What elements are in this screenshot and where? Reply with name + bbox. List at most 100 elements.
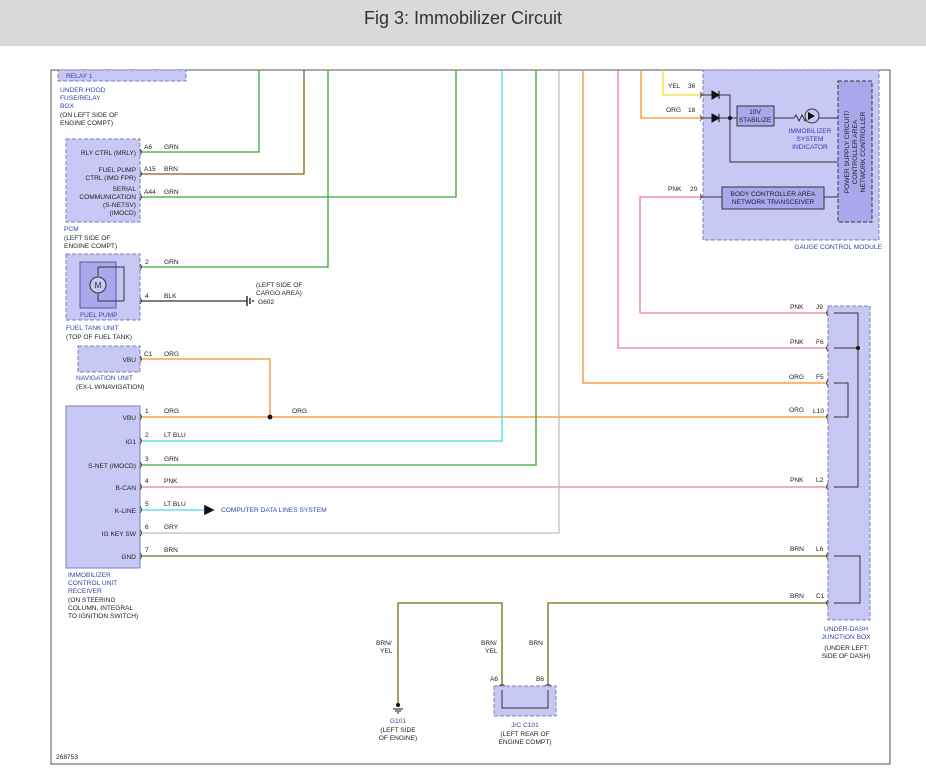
imm-wire-5: LT BLU: [164, 501, 186, 508]
fuel-pump-lead-bottom: [97, 294, 124, 302]
jb-pin-f6: F6: [816, 339, 824, 346]
connector-marks: [139, 91, 829, 687]
imm-pin-3: 3: [145, 456, 149, 463]
gauge-wire-20: PNK: [668, 186, 682, 193]
imm-wire-6: GRY: [164, 524, 179, 531]
stabilize-label-2: STABILIZE: [739, 117, 772, 124]
indicator-label-3: INDICATOR: [792, 144, 828, 151]
motor-icon: [89, 276, 107, 294]
pcm-pin-label-ser-3: (S-NETSV): [103, 202, 136, 209]
power-supply-controller-box: [837, 80, 873, 223]
relay-desc-2: FUSE/RELAY: [60, 95, 101, 102]
junction-box-name-1: UNDER-DASH: [824, 626, 868, 633]
wire-pcm-a6-grn: [140, 70, 260, 153]
navigation-unit-box: [77, 345, 141, 373]
wire-imm-snet-grn: [140, 70, 537, 466]
imm-pin-2: 2: [145, 432, 149, 439]
wire-fuel-pump-2-grn: [140, 70, 329, 268]
pcm-pin-a44: A44: [144, 189, 156, 196]
junction-box-note-2: SIDE OF DASH): [822, 653, 871, 660]
imm-name-1: IMMOBILIZER: [68, 572, 111, 579]
g602-note-1: (LEFT SIDE OF: [256, 282, 302, 289]
jc-c101-box: [493, 685, 557, 717]
imm-name-2: CONTROL UNIT: [68, 580, 117, 587]
imm-wire-7: BRN: [164, 547, 178, 554]
pcm-pin-a6: A6: [144, 144, 152, 151]
relay-note-2: ENGINE COMPT): [60, 120, 113, 127]
g101-note-1: (LEFT SIDE: [380, 727, 416, 734]
junction-splice-f6: [856, 346, 860, 350]
junction-bus-brn: [834, 555, 861, 604]
pcm-pin-label-rly: RLY CTRL (MRLY): [81, 150, 136, 157]
pcm-note-2: ENGINE COMPT): [64, 243, 117, 250]
gauge-control-module-name: GAUGE CONTROL MODULE: [794, 244, 882, 251]
pcm-name: PCM: [64, 226, 79, 233]
wire-nav-vbu-org: [140, 358, 271, 417]
fuel-pump-lead-side: [98, 266, 125, 301]
jb-wire-j9: PNK: [790, 304, 804, 311]
jb-pin-j9: J9: [816, 304, 823, 311]
wire-pcm-a15-brn: [140, 70, 305, 175]
pcm-pin-label-ser-2: COMMUNICATION: [79, 194, 136, 201]
jb-pin-l10: L10: [813, 408, 824, 415]
imm-note-1: (ON STEERING: [68, 597, 116, 604]
nav-name: NAVIGATION UNIT: [76, 375, 133, 382]
jc-c101-bus: [501, 690, 549, 709]
indicator-label-2: SYSTEM: [796, 136, 823, 143]
gauge-pin-20: 20: [690, 186, 698, 193]
transceiver-box: [721, 186, 825, 210]
nav-pin: C1: [144, 351, 153, 358]
g101-wire-2: YEL: [380, 648, 393, 655]
jb-wire-c1: BRN: [790, 593, 804, 600]
immobilizer-unit-box: [65, 405, 141, 569]
figure-header: [0, 0, 926, 46]
figure-title: Fig 3: Immobilizer Circuit: [363, 8, 563, 28]
junction-bus-pnk: [834, 312, 859, 488]
pcm-note-1: (LEFT SIDE OF: [64, 235, 110, 242]
imm-wire-4: PNK: [164, 478, 178, 485]
relay-box: [57, 69, 187, 82]
ground-icon-g602: [246, 296, 254, 306]
imm-name-3: RECEIVER: [68, 588, 102, 595]
imm-pin-label-5: K-LINE: [115, 508, 137, 515]
pcm-pin-a15: A15: [144, 166, 156, 173]
nav-note: (EX-L W/NAVIGATION): [76, 384, 144, 391]
relay-desc-3: BOX: [60, 103, 75, 110]
imm-note-3: TO IGNITION SWITCH): [68, 613, 138, 620]
wire-c1-brn: [547, 602, 828, 686]
jc-wire-b6: BRN: [529, 640, 543, 647]
g101-wire-1: BRN/: [376, 640, 392, 647]
relay-desc-1: UNDER-HOOD: [60, 87, 106, 94]
fuel-tank-unit-name: FUEL TANK UNIT: [66, 325, 119, 332]
fuel-pump-pin-2: 2: [145, 259, 149, 266]
fuel-pump-wire-4: BLK: [164, 293, 177, 300]
wire-gauge-18-org: [640, 70, 700, 119]
diode-icon-18: [711, 113, 721, 123]
kline-destination: COMPUTER DATA LINES SYSTEM: [221, 507, 327, 514]
imm-wire-1: ORG: [164, 408, 179, 415]
jc-wire-a6-2: YEL: [485, 648, 498, 655]
pcm-pin-label-ser-1: SERIAL: [113, 186, 137, 193]
wire-j9-pnk: [639, 196, 828, 314]
jc-wire-a6-1: BRN/: [481, 640, 497, 647]
stabilize-label-1: 10V: [749, 109, 761, 116]
wire-gauge-36-yel: [662, 70, 700, 96]
jb-wire-l10: ORG: [789, 407, 804, 414]
imm-pin-1: 1: [145, 408, 149, 415]
gauge-wire-36: YEL: [668, 83, 681, 90]
fuel-tank-unit-note: (TOP OF FUEL TANK): [66, 334, 132, 341]
power-supply-label: POWER SUPPLY CIRCUIT/ CONTROLLER AREA NE…: [844, 111, 867, 194]
wire-f5-org: [582, 70, 828, 384]
diagram-frame: [50, 69, 891, 765]
imm-pin-5: 5: [145, 501, 149, 508]
relay-note-1: (ON LEFT SIDE OF: [60, 112, 118, 119]
jc-pin-b6: B6: [536, 676, 544, 683]
wire-f6-pnk: [617, 70, 828, 349]
imm-wire-3: GRN: [164, 456, 179, 463]
indicator-label-1: IMMOBILIZER: [789, 128, 832, 135]
pcm-wire-a44: GRN: [164, 189, 179, 196]
jb-pin-l6: L6: [816, 546, 824, 553]
gauge-pin-18: 18: [688, 107, 696, 114]
g602-note-2: CARGO AREA): [256, 290, 302, 297]
imm-pin-4: 4: [145, 478, 149, 485]
